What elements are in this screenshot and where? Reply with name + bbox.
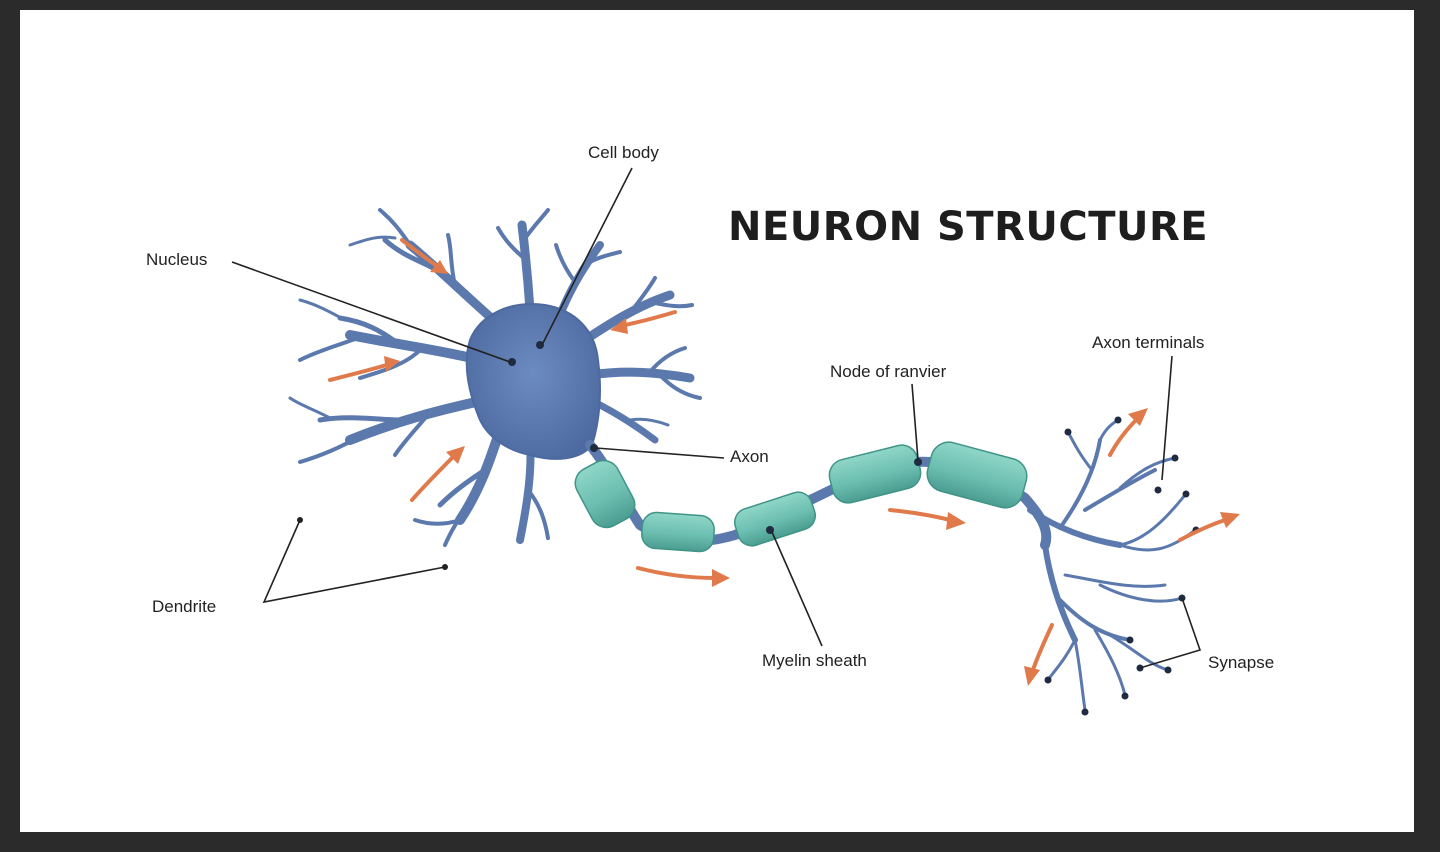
arrow-icon — [610, 310, 677, 334]
label-synapse: Synapse — [1208, 653, 1274, 672]
node-of-ranvier-dot — [914, 458, 922, 466]
arrow-icon — [1024, 623, 1054, 686]
label-dendrite: Dendrite — [152, 597, 216, 616]
signal-arrows — [328, 238, 1240, 686]
diagram-canvas — [20, 10, 1414, 832]
label-axon: Axon — [730, 447, 769, 466]
axon-terminals — [1027, 418, 1197, 712]
arrow-icon — [888, 508, 966, 530]
arrow-icon — [400, 238, 448, 274]
arrow-icon — [328, 356, 400, 382]
label-nucleus: Nucleus — [146, 250, 207, 269]
myelin-sheath — [574, 441, 1028, 553]
synapse-dots — [1044, 416, 1200, 716]
label-node-of-ranvier: Node of ranvier — [830, 362, 947, 381]
dendrites — [288, 208, 702, 547]
nucleus-dot — [508, 358, 516, 366]
arrow-icon — [1178, 512, 1240, 542]
axon-dot — [590, 444, 598, 452]
arrow-icon — [410, 446, 465, 502]
cell-body — [465, 303, 601, 460]
arrow-icon — [1108, 408, 1148, 457]
leader-lines — [231, 167, 1202, 669]
diagram-title: NEURON STRUCTURE — [728, 204, 1208, 250]
label-myelin-sheath: Myelin sheath — [762, 651, 867, 670]
cell-body-dot — [536, 341, 544, 349]
label-axon-terminals: Axon terminals — [1092, 333, 1204, 352]
label-cell-body: Cell body — [588, 143, 659, 162]
arrow-icon — [636, 566, 730, 587]
